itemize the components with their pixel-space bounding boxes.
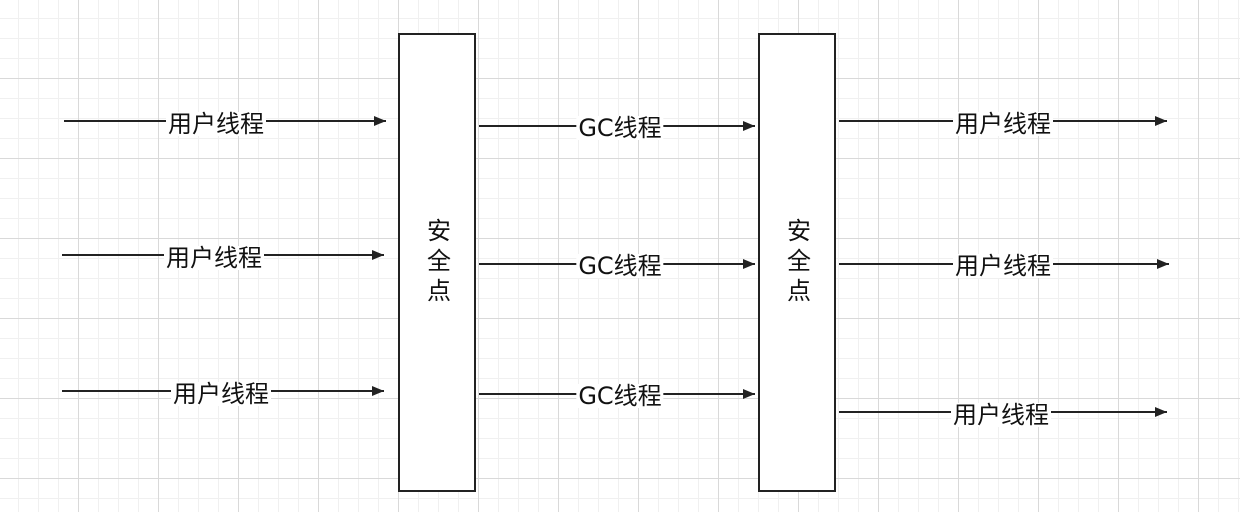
safepoint-box-right: 安全点	[758, 33, 836, 492]
user-thread-label-right-3: 用户线程	[951, 401, 1051, 429]
user-thread-label-right-1: 用户线程	[953, 110, 1053, 138]
gc-thread-label-2: GC线程	[576, 252, 664, 280]
user-thread-label-right-2: 用户线程	[953, 252, 1053, 280]
gc-thread-label-3: GC线程	[576, 382, 664, 410]
user-thread-label-left-3: 用户线程	[171, 380, 271, 408]
safepoint-label-left: 安全点	[422, 217, 451, 308]
gc-thread-label-1: GC线程	[576, 114, 664, 142]
user-thread-label-left-1: 用户线程	[166, 110, 266, 138]
safepoint-label-right: 安全点	[782, 217, 811, 308]
user-thread-label-left-2: 用户线程	[164, 244, 264, 272]
safepoint-box-left: 安全点	[398, 33, 476, 492]
